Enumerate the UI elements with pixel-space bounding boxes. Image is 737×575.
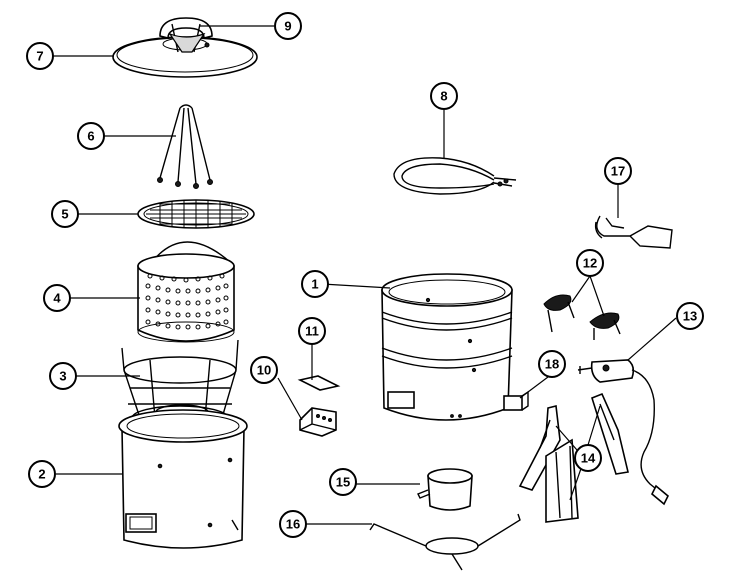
callout-2-label: 2 <box>38 467 45 482</box>
callout-1-label: 1 <box>311 277 318 292</box>
callout-11-label: 11 <box>305 324 319 339</box>
callout-6-label: 6 <box>87 129 94 144</box>
callout-11: 11 <box>298 317 326 345</box>
connector-box-part <box>503 390 529 411</box>
callout-12: 12 <box>576 249 604 277</box>
grill-grate-part <box>137 199 255 229</box>
small-plate-part <box>297 375 341 391</box>
callout-4: 4 <box>43 284 71 312</box>
callout-7: 7 <box>26 42 54 70</box>
callout-13-label: 13 <box>683 309 697 324</box>
callout-1: 1 <box>301 270 329 298</box>
callout-9: 9 <box>274 12 302 40</box>
leader-lines <box>52 25 677 525</box>
callout-8: 8 <box>430 82 458 110</box>
callout-16: 16 <box>279 510 307 538</box>
lifter-hook-part <box>157 104 213 189</box>
callout-16-label: 16 <box>286 517 300 532</box>
callout-5: 5 <box>51 200 79 228</box>
callout-18-label: 18 <box>545 357 559 372</box>
callout-5-label: 5 <box>61 207 68 222</box>
cup-part <box>417 468 473 511</box>
callout-14-label: 14 <box>581 451 596 466</box>
legs-part <box>518 392 629 523</box>
handles-pair-part <box>543 294 621 340</box>
callout-17-label: 17 <box>611 164 625 179</box>
callout-3: 3 <box>49 362 77 390</box>
callout-15: 15 <box>329 468 357 496</box>
callout-2: 2 <box>28 460 56 488</box>
wire-handle-part <box>594 215 673 249</box>
lid-handle-part <box>159 17 213 53</box>
bracket-part <box>299 407 337 437</box>
callout-4-label: 4 <box>53 291 61 306</box>
main-pot-body-part <box>381 273 513 421</box>
heating-element-part <box>393 157 517 195</box>
callout-15-label: 15 <box>336 475 350 490</box>
callout-3-label: 3 <box>59 369 66 384</box>
spider-stand-part <box>369 513 521 571</box>
callout-18: 18 <box>538 350 566 378</box>
callout-10: 10 <box>250 356 278 384</box>
callout-8-label: 8 <box>440 89 447 104</box>
thermostat-control-part <box>577 359 669 506</box>
callout-14: 14 <box>574 444 602 472</box>
callout-10-label: 10 <box>257 363 271 378</box>
callout-13: 13 <box>676 302 704 330</box>
callout-9-label: 9 <box>284 19 291 34</box>
callout-7-label: 7 <box>36 49 43 64</box>
callout-6: 6 <box>77 122 105 150</box>
callout-17: 17 <box>604 157 632 185</box>
outer-housing-part <box>118 409 248 549</box>
callout-12-label: 12 <box>583 256 597 271</box>
perforated-basket-part <box>137 241 235 343</box>
